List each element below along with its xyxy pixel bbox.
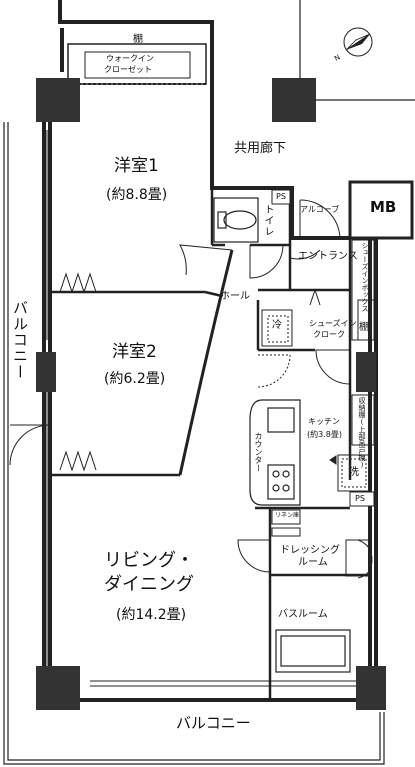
room2-curved-wall	[178, 249, 234, 476]
kitchen-size-label: (約3.8畳)	[307, 430, 342, 439]
shoes-box-label: シューズインボックス	[361, 242, 369, 312]
kitchen-counter	[249, 399, 301, 506]
fridge-label: 冷	[272, 320, 282, 331]
counter-label: カウンター	[254, 432, 263, 472]
toilet-label: トイレ	[262, 204, 273, 237]
dressing-label-2: ルーム	[298, 557, 328, 568]
shoes-cloak-label-1: シューズイン	[309, 319, 357, 328]
entrance-step	[309, 288, 321, 306]
bottom-window	[90, 680, 358, 687]
mb-box	[348, 180, 414, 240]
hall-label: ホール	[220, 291, 250, 302]
walkin-label-2: クローゼット	[104, 65, 152, 74]
linen-storage	[271, 509, 301, 537]
room2-name: 洋室2	[112, 342, 157, 362]
ps-label-top: PS	[276, 192, 286, 201]
dressing-sink	[345, 539, 373, 579]
top-right-outline	[299, 0, 415, 101]
room2-size: (約6.2畳)	[104, 371, 166, 387]
linen-label: リネン庫	[275, 512, 300, 519]
shelf-right-label: 棚	[359, 322, 369, 333]
balcony-outline	[3, 122, 385, 765]
storage-label: 収納棚(上部吊戸棚)	[358, 397, 366, 469]
living-label-1: リビング・	[104, 550, 194, 571]
walkin-label-1: ウォークイン	[106, 54, 154, 63]
closet-hatches	[59, 272, 97, 472]
washer-space	[337, 454, 371, 492]
toilet-fixture	[213, 197, 259, 243]
compass-icon	[343, 27, 373, 57]
dressing-label-1: ドレッシング	[280, 545, 340, 556]
walkin-closet-box	[67, 43, 207, 85]
columns	[36, 78, 386, 710]
kitchen-label: キッチン	[308, 417, 340, 426]
shoes-box-cabinet	[351, 239, 375, 341]
room1-size: (約8.8畳)	[106, 187, 168, 203]
left-windows	[45, 130, 49, 690]
ps-label-bottom: PS	[355, 494, 365, 503]
shelf-top-label: 棚	[133, 34, 143, 45]
interior-walls	[50, 190, 370, 700]
ps-box-bottom	[349, 491, 375, 507]
entrance-label: エントランス	[298, 251, 358, 262]
ps-box-top	[271, 189, 291, 205]
kitchen-storage	[329, 394, 375, 465]
corridor-label: 共用廊下	[234, 141, 287, 156]
washer-label: 洗	[349, 467, 359, 478]
mb-label: MB	[370, 198, 397, 216]
fridge-space	[261, 309, 293, 347]
living-label-2: ダイニング	[104, 574, 194, 595]
living-size: (約14.2畳)	[116, 607, 187, 623]
balcony-left-label: バルコニー	[11, 300, 29, 380]
shoes-cloak-label-2: クローク	[313, 330, 345, 339]
bathtub	[275, 629, 351, 673]
door-swings	[9, 199, 351, 573]
alcove-label: アルコーブ	[300, 205, 340, 214]
bathroom-label: バスルーム	[278, 609, 328, 620]
room1-name: 洋室1	[114, 156, 159, 176]
balcony-bottom-label: バルコニー	[176, 714, 251, 732]
